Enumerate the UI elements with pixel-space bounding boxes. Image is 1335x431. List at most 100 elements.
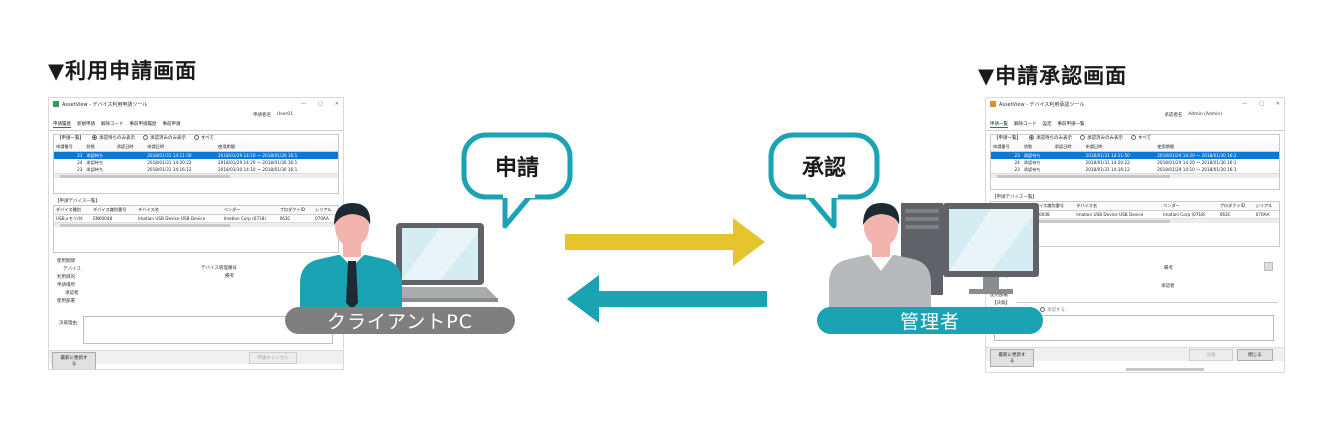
tab-request-list[interactable]: 申請一覧	[990, 122, 1008, 128]
client-user-icon	[300, 203, 402, 315]
tab-pre-request[interactable]: 事前申請	[162, 122, 181, 127]
left-section-title: ▼利用申請画面	[48, 59, 198, 83]
close-icon[interactable]: ✕	[334, 101, 339, 107]
close-button[interactable]: 閉じる	[1237, 349, 1273, 361]
col-applied[interactable]: 申請日時	[1083, 143, 1156, 152]
col-serial[interactable]: シリアル	[1253, 202, 1279, 211]
list-scrollbar[interactable]	[54, 173, 338, 178]
minimize-icon[interactable]: —	[301, 101, 307, 107]
table-row[interactable]: 23 承認待ち 2018/01/31 14:11:50 2018/01/29 1…	[991, 151, 1279, 159]
request-tabs: 申請履歴 新規申請 解除コード 事前申請履歴 事前申請	[49, 119, 343, 131]
tab-pre-request-list[interactable]: 事前申請一覧	[1057, 122, 1085, 127]
approval-window-titlebar: AssetView - デバイス利用承認ツール — □ ✕	[986, 98, 1284, 110]
table-row[interactable]: 24 承認待ち 2018/01/31 14:20:22 2018/01/29 1…	[77, 159, 298, 166]
device-table: デバイス種別 デバイス識別番号 デバイス名 ベンダー プロダクトID シリアル …	[54, 206, 338, 222]
tab-unlock-code[interactable]: 解除コード	[101, 122, 124, 127]
window-title: AssetView - デバイス利用承認ツール	[999, 101, 1085, 108]
request-window: AssetView - デバイス利用申請ツール — □ ✕ 申請者名 User0…	[48, 97, 344, 370]
admin-label: 管理者	[817, 307, 1043, 334]
table-row[interactable]: 23 承認待ち 2018/01/31 14:16:12 2018/01/29 1…	[1014, 166, 1237, 173]
minimize-icon[interactable]: —	[1242, 101, 1248, 107]
approval-tabs: 申請一覧 解除コード 設定 事前申請一覧	[986, 119, 1284, 131]
col-period[interactable]: 使用期間	[216, 143, 338, 152]
approve-bubble: 承認	[768, 132, 880, 230]
client-person-illustration	[300, 203, 498, 315]
tab-settings[interactable]: 設定	[1042, 122, 1052, 127]
tab-new-request[interactable]: 新規申請	[77, 122, 95, 127]
device-scrollbar[interactable]	[991, 218, 1279, 223]
app-icon	[53, 101, 59, 107]
filter-pending-radio[interactable]: 承認待ちのみ表示	[1029, 135, 1072, 141]
col-period[interactable]: 使用期間	[1155, 143, 1279, 152]
request-list-group: 【申請一覧】 承認待ちのみ表示 承認済みのみ表示 すべて 申請番号 状態 承認日…	[53, 134, 339, 194]
col-vendor[interactable]: ベンダー	[221, 206, 278, 215]
decision-label: 【決裁】	[992, 301, 1010, 306]
col-no[interactable]: 申請番号	[54, 143, 85, 152]
table-row[interactable]: 23 承認待ち 2018/01/31 14:11:50 2018/01/29 1…	[54, 151, 338, 159]
filter-approved-radio[interactable]: 承認済みのみ表示	[1080, 135, 1123, 141]
list-group-title: 【申請一覧】	[57, 136, 84, 141]
approval-window: AssetView - デバイス利用承認ツール — □ ✕ 承認者名 Admin…	[985, 97, 1285, 373]
filter-pending-radio[interactable]: 承認待ちのみ表示	[92, 135, 135, 141]
col-device-type[interactable]: デバイス種別	[54, 206, 92, 215]
applicant-label: 申請者名	[253, 112, 272, 118]
col-status[interactable]: 状態	[84, 143, 115, 152]
device-group-title: 【申請デバイス一覧】	[992, 195, 1037, 200]
right-section-title: ▼申請承認画面	[978, 64, 1128, 88]
tab-pre-history[interactable]: 事前申請履歴	[129, 122, 157, 127]
col-approved[interactable]: 承認日時	[114, 143, 146, 152]
left-arrow-icon	[567, 275, 767, 323]
approve-button[interactable]: 決裁	[1189, 349, 1233, 361]
laptop-icon	[386, 223, 498, 302]
maximize-icon[interactable]: □	[318, 101, 323, 107]
bottom-scrollbar[interactable]	[1126, 368, 1204, 371]
table-row[interactable]: 24 承認待ち 2018/01/31 14:20:22 2018/01/29 1…	[1014, 159, 1237, 166]
list-group-title: 【申請一覧】	[994, 136, 1021, 141]
filter-all-radio[interactable]: すべて	[1131, 135, 1151, 141]
refresh-button[interactable]: 最新に更新する	[52, 352, 96, 369]
col-serial[interactable]: シリアル	[312, 206, 338, 215]
close-icon[interactable]: ✕	[1275, 101, 1280, 107]
filter-all-radio[interactable]: すべて	[194, 135, 214, 141]
lookup-button[interactable]	[1264, 262, 1273, 271]
device-list-group: デバイス種別 デバイス識別番号 デバイス名 ベンダー プロダクトID シリアル …	[53, 205, 339, 253]
col-no[interactable]: 申請番号	[991, 143, 1022, 152]
col-device-id[interactable]: デバイス識別番号	[91, 206, 137, 215]
request-bubble: 申請	[461, 132, 573, 230]
approval-list-table: 申請番号 状態 承認日時 申請日時 使用期間 23 承認待ち 2018/01/3…	[991, 143, 1279, 173]
maximize-icon[interactable]: □	[1259, 101, 1264, 107]
col-device-id[interactable]: デバイス識別番号	[1028, 202, 1075, 211]
col-vendor[interactable]: ベンダー	[1161, 202, 1218, 211]
col-product-id[interactable]: プロダクトID	[277, 206, 313, 215]
device-scrollbar[interactable]	[54, 222, 338, 227]
reason-label: 決裁理由	[59, 321, 77, 326]
col-product-id[interactable]: プロダクトID	[1217, 202, 1254, 211]
device-group-title: 【申請デバイス一覧】	[55, 199, 100, 204]
tab-history[interactable]: 申請履歴	[53, 122, 71, 128]
applicant-value: User01	[277, 112, 293, 117]
col-device-name[interactable]: デバイス名	[136, 206, 222, 215]
request-list-table: 申請番号 状態 承認日時 申請日時 使用期間 23 承認待ち 2018/01/3…	[54, 143, 338, 173]
approve-radio[interactable]: 承認する	[1040, 307, 1065, 313]
approval-list-group: 【申請一覧】 承認待ちのみ表示 承認済みのみ表示 すべて 申請番号 状態 承認日…	[990, 134, 1280, 190]
col-device-name[interactable]: デバイス名	[1074, 202, 1162, 211]
filter-approved-radio[interactable]: 承認済みのみ表示	[143, 135, 186, 141]
tab-unlock-code[interactable]: 解除コード	[1014, 122, 1037, 127]
col-applied[interactable]: 申請日時	[145, 143, 216, 152]
approve-bubble-text: 承認	[801, 156, 846, 181]
desktop-pc-icon	[901, 203, 1039, 295]
table-row[interactable]: 23 承認待ち 2018/01/31 14:16:12 2018/01/30 1…	[77, 166, 298, 173]
table-row[interactable]: USBメモリ/外 EN00048 Imation USB Device USB …	[56, 215, 329, 222]
admin-person-illustration	[829, 203, 1039, 315]
cancel-request-button[interactable]: 申請キャンセル	[249, 352, 297, 364]
detail-labels: 使用期間 デバイス 利用目的 申請場所 承認者 使用部署	[57, 259, 81, 304]
list-scrollbar[interactable]	[991, 173, 1279, 178]
window-title: AssetView - デバイス利用申請ツール	[62, 101, 148, 108]
refresh-button[interactable]: 最新に更新する	[990, 349, 1034, 367]
request-window-titlebar: AssetView - デバイス利用申請ツール — □ ✕	[49, 98, 343, 110]
col-approved[interactable]: 承認日時	[1052, 143, 1084, 152]
admin-user-icon	[829, 203, 931, 315]
app-icon	[990, 101, 996, 107]
col-status[interactable]: 状態	[1021, 143, 1053, 152]
right-arrow-icon	[565, 218, 765, 266]
